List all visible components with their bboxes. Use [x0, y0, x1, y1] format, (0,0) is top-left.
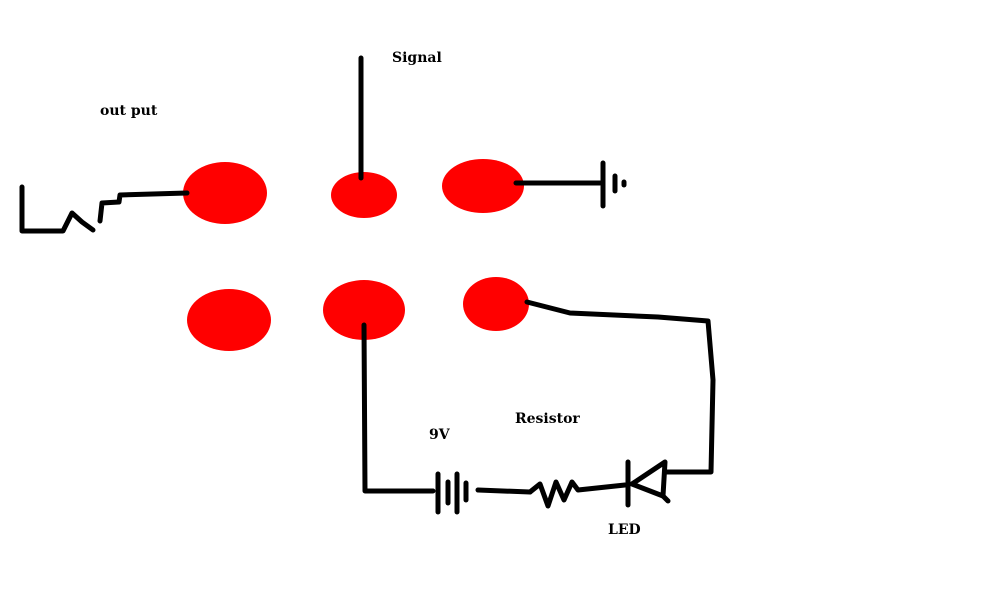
- terminal-pad-bottom-left: [187, 289, 271, 351]
- terminal-pad-bottom-middle: [323, 280, 405, 340]
- terminal-pad-top-right: [442, 159, 524, 213]
- terminal-pad-top-left: [183, 162, 267, 224]
- terminal-pad-top-middle: [331, 172, 397, 218]
- ground-symbol: [600, 160, 627, 209]
- terminal-pad-bottom-right: [463, 277, 529, 331]
- resistor-label: Resistor: [515, 411, 580, 427]
- resistor-symbol: [527, 479, 628, 509]
- battery-symbol: [435, 471, 469, 515]
- signal-label: Signal: [392, 50, 442, 66]
- output-jack-symbol: [19, 184, 96, 234]
- led-label: LED: [608, 522, 641, 538]
- output-label: out put: [100, 103, 158, 119]
- battery-wire-right: [475, 487, 533, 495]
- return-wire: [524, 299, 716, 475]
- battery-wire-left: [361, 322, 436, 494]
- nine-volt-label: 9V: [429, 427, 450, 443]
- led-symbol: [625, 459, 671, 508]
- output-wire: [97, 190, 190, 224]
